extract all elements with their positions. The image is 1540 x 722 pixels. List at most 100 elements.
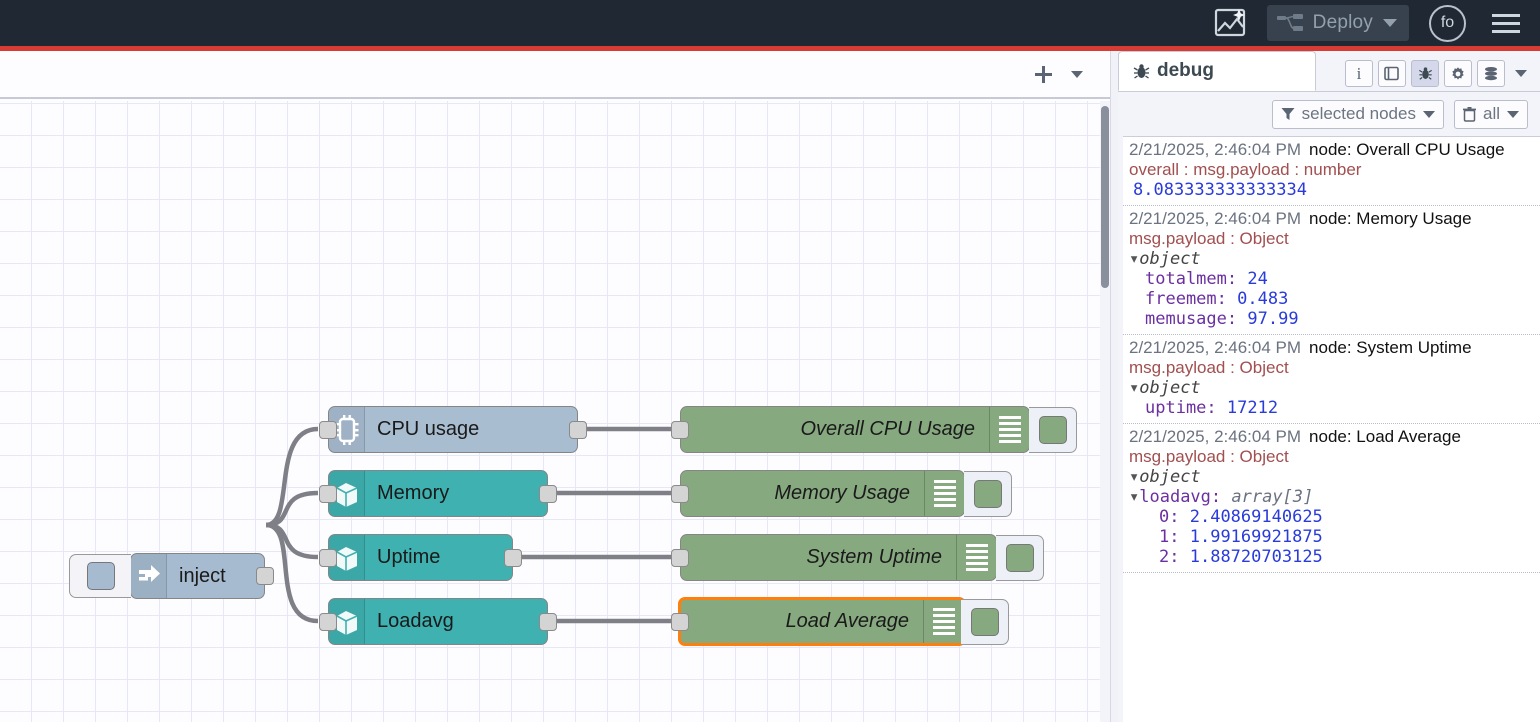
funnel-icon	[1281, 108, 1295, 120]
canvas-scrollbar-thumb[interactable]	[1101, 106, 1109, 288]
node-uptime[interactable]: Uptime	[319, 534, 522, 581]
object-root[interactable]: ▾object	[1129, 467, 1201, 487]
chevron-down-icon	[1507, 110, 1519, 118]
input-port[interactable]	[319, 548, 337, 567]
sidebar-tabrow: debug i	[1118, 51, 1540, 92]
flow-workspace: inject CPU usage	[0, 51, 1110, 722]
node-loadavg[interactable]: Loadavg	[319, 598, 557, 645]
canvas-scrollbar[interactable]	[1100, 101, 1110, 722]
avatar-initials: fo	[1440, 14, 1455, 31]
chevron-down-icon[interactable]	[1383, 19, 1397, 27]
object-property: freemem: 0.483	[1145, 289, 1289, 309]
chevron-down-icon	[1422, 110, 1435, 118]
node-label: Overall CPU Usage	[800, 418, 975, 440]
source-node: node: Overall CPU Usage	[1309, 140, 1505, 159]
expand-triangle-icon[interactable]: ▾	[1129, 467, 1140, 487]
payload-value: 8.083333333333334	[1133, 180, 1307, 200]
inject-trigger-button[interactable]	[69, 554, 131, 598]
node-label: Load Average	[785, 610, 909, 632]
input-port[interactable]	[319, 484, 337, 503]
debug-enable-toggle[interactable]	[1029, 406, 1077, 453]
filter-label: selected nodes	[1301, 104, 1416, 123]
output-port[interactable]	[539, 612, 557, 631]
flow-list-chevron-down-icon[interactable]	[1060, 57, 1094, 91]
source-node: node: Load Average	[1309, 427, 1461, 446]
object-root[interactable]: ▾object	[1129, 249, 1201, 269]
node-label: CPU usage	[377, 418, 480, 440]
tab-debug[interactable]: debug	[1118, 51, 1316, 91]
input-port[interactable]	[671, 612, 689, 631]
expand-triangle-icon[interactable]: ▾	[1129, 487, 1140, 507]
timestamp: 2/21/2025, 2:46:04 PM	[1129, 427, 1302, 446]
debug-sidebar: debug i	[1118, 51, 1540, 722]
payload-type: msg.payload : Object	[1129, 229, 1289, 248]
output-port[interactable]	[569, 420, 587, 439]
debug-filter-row: selected nodes all	[1118, 92, 1540, 136]
array-item: 0: 2.40869140625	[1159, 507, 1323, 527]
add-flow-button[interactable]	[1026, 57, 1060, 91]
help-book-icon[interactable]	[1378, 60, 1406, 87]
panel-resize-handle[interactable]	[1110, 51, 1118, 722]
context-data-icon[interactable]	[1477, 60, 1505, 87]
input-port[interactable]	[671, 484, 689, 503]
inject-arrow-icon	[131, 554, 167, 598]
expand-triangle-icon[interactable]: ▾	[1129, 249, 1140, 269]
filter-selected-nodes-dropdown[interactable]: selected nodes	[1271, 99, 1444, 129]
node-inject[interactable]: inject	[69, 553, 274, 599]
clear-log-dropdown[interactable]: all	[1453, 99, 1528, 129]
flow-canvas[interactable]: inject CPU usage	[0, 101, 1100, 722]
node-debug-system-uptime[interactable]: System Uptime	[671, 534, 1044, 581]
debug-enable-toggle[interactable]	[964, 470, 1012, 517]
debug-bug-icon[interactable]	[1411, 60, 1439, 87]
input-port[interactable]	[671, 548, 689, 567]
object-root[interactable]: ▾object	[1129, 378, 1201, 398]
timestamp: 2/21/2025, 2:46:04 PM	[1129, 209, 1302, 228]
node-memory[interactable]: Memory	[319, 470, 557, 517]
source-node: node: System Uptime	[1309, 338, 1472, 357]
object-property: uptime: 17212	[1145, 398, 1279, 418]
object-property: memusage: 97.99	[1145, 309, 1299, 329]
config-gear-icon[interactable]	[1444, 60, 1472, 87]
array-property[interactable]: ▾loadavg: array[3]	[1129, 487, 1314, 507]
hamburger-menu-icon[interactable]	[1488, 5, 1524, 41]
deploy-label: Deploy	[1312, 12, 1373, 33]
node-label: inject	[179, 564, 226, 587]
debug-enable-toggle[interactable]	[996, 534, 1044, 581]
expand-triangle-icon[interactable]: ▾	[1129, 378, 1140, 398]
node-debug-overall-cpu-usage[interactable]: Overall CPU Usage	[671, 406, 1077, 453]
deploy-button[interactable]: Deploy	[1266, 5, 1409, 41]
node-debug-load-average[interactable]: Load Average	[671, 597, 1009, 646]
trash-icon	[1462, 106, 1476, 122]
node-label: Uptime	[377, 546, 441, 568]
node-label: System Uptime	[806, 546, 942, 568]
node-cpu-usage[interactable]: CPU usage	[319, 406, 587, 453]
node-debug-memory-usage[interactable]: Memory Usage	[671, 470, 1012, 517]
tab-label: debug	[1157, 60, 1214, 81]
sidebar-menu-chevron-down-icon[interactable]	[1510, 61, 1532, 87]
debug-lines-icon	[923, 600, 963, 643]
app-header: Deploy fo	[0, 0, 1540, 46]
ai-image-icon[interactable]	[1211, 3, 1251, 43]
input-port[interactable]	[319, 420, 337, 439]
avatar[interactable]: fo	[1429, 4, 1466, 42]
sidebar-tools: i	[1345, 60, 1540, 91]
source-node: node: Memory Usage	[1309, 209, 1472, 228]
debug-enable-toggle[interactable]	[961, 598, 1009, 645]
info-icon[interactable]: i	[1345, 60, 1373, 87]
input-port[interactable]	[671, 420, 689, 439]
payload-type: msg.payload : Object	[1129, 447, 1289, 466]
input-port[interactable]	[319, 612, 337, 631]
output-port[interactable]	[539, 484, 557, 503]
node-label: Loadavg	[377, 610, 454, 632]
flow-tabbar	[0, 51, 1110, 99]
output-port[interactable]	[256, 567, 274, 585]
payload-type: overall : msg.payload : number	[1129, 160, 1362, 179]
debug-message-list[interactable]: 2/21/2025, 2:46:04 PM node: Overall CPU U…	[1123, 136, 1540, 722]
output-port[interactable]	[504, 548, 522, 567]
